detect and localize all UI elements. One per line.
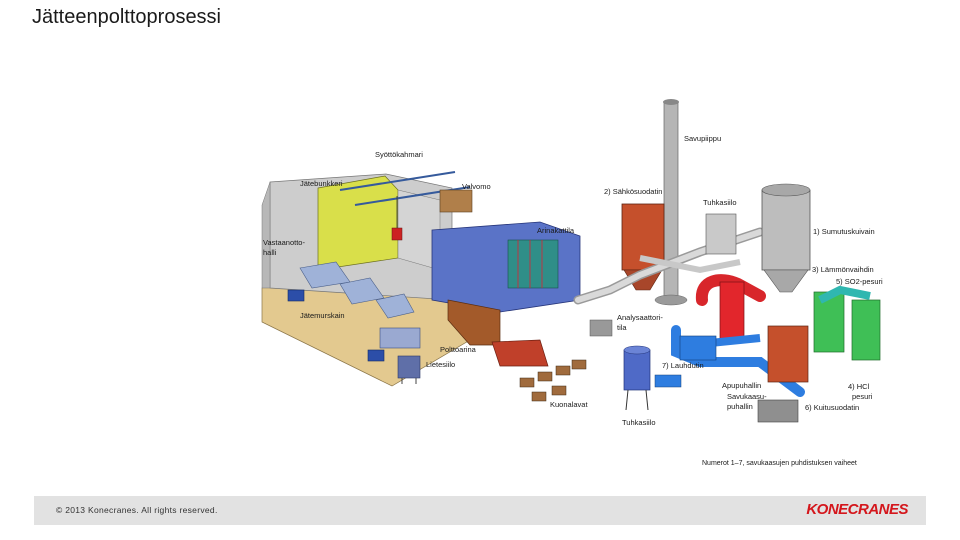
heat-exchanger [719,281,745,343]
combustion-grate [447,299,501,346]
chimney-base [654,294,688,306]
ash-silo-top [705,213,737,255]
side-wall [261,181,271,289]
label-vastaanottohalli: halli [263,248,277,257]
waste-incineration-diagram: Savupiippu Syöttökahmari Jätebunkkeri Va… [261,99,883,467]
label-sahkosuodatin: 2) Sähkösuodatin [604,187,662,196]
spray-dryer-top [761,183,811,197]
crane-rail [339,171,456,191]
tipping-bay [375,293,415,319]
footer-bar: © 2013 Konecranes. All rights reserved. … [34,496,926,525]
chimney-top [663,99,679,105]
analyzer-room [589,319,613,337]
label-valvomo: Valvomo [462,182,491,191]
so2-scrubber [851,299,881,361]
label-arinakattila: Arinakattila [537,226,575,235]
label-polttoarina: Polttoarina [440,345,477,354]
slag-pallet [551,385,567,396]
boiler-tube-bank [507,239,559,289]
slag-pallet [519,377,535,388]
silo-leg [645,389,649,411]
control-room [439,189,473,213]
ash-silo-top-cap [623,345,651,355]
hcl-scrubber [767,325,809,383]
silo-leg [625,389,629,411]
label-lauhdutin: 7) Lauhdutin [662,361,704,370]
label-savukaasupuhallin: puhallin [727,402,753,411]
ash-conveyor [654,374,682,388]
label-apupuhallin: Apupuhallin [722,381,761,390]
label-sumutuskuivain: 1) Sumutuskuivain [813,227,875,236]
label-tuhkasiilo-bottom: Tuhkasiilo [622,418,656,427]
label-jatebunkkeri: Jätebunkkeri [300,179,343,188]
diagram-note: Numerot 1–7, savukaasujen puhdistuksen v… [702,460,857,467]
slag-pallet [555,365,571,376]
slag-pallet [537,371,553,382]
label-syottokahmari: Syöttökahmari [375,150,423,159]
spray-dryer [761,189,811,271]
label-analysaattoritila: tila [617,323,627,332]
label-jatemurskain: Jätemurskain [300,311,345,320]
duct-to-chimney [639,255,741,274]
label-kuitusuodatin: 6) Kuitusuodatin [805,403,859,412]
spray-dryer-cone [763,269,809,293]
label-tuhkasiilo-top: Tuhkasiilo [703,198,737,207]
slide-title: Jätteenpolttoprosessi [32,6,222,28]
waste-truck [367,349,385,362]
label-lammonvaihdin: 3) Lämmönvaihdin [812,265,874,274]
brand-logo: KONECRANES [806,501,908,518]
label-lietesiilo: Lietesiilo [426,360,455,369]
slag-pallet [531,391,547,402]
label-hcl-pesuri: 4) HCl [848,382,870,391]
label-analysaattoritila: Analysaattori- [617,313,663,322]
label-savupiippu: Savupiippu [684,134,721,143]
ash-silo [623,349,651,391]
fabric-filter [757,399,799,423]
label-savukaasupuhallin: Savukaasu- [727,392,767,401]
sludge-silo [397,355,421,379]
waste-truck [287,289,305,302]
waste-shredder [379,327,421,349]
copyright-text: © 2013 Konecranes. All rights reserved. [56,505,218,515]
waste-bunker [317,175,399,271]
label-hcl-pesuri: pesuri [852,392,873,401]
label-vastaanottohalli: Vastaanotto- [263,238,305,247]
label-so2-pesuri: 5) SO2-pesuri [836,277,883,286]
label-kuonalavat: Kuonalavat [550,400,588,409]
slag-pallet [571,359,587,370]
flue-gas-fan [679,335,717,361]
so2-scrubber [813,291,845,353]
slag-conveyor [491,339,549,367]
feed-grab [391,227,403,241]
teal-duct [818,285,871,304]
